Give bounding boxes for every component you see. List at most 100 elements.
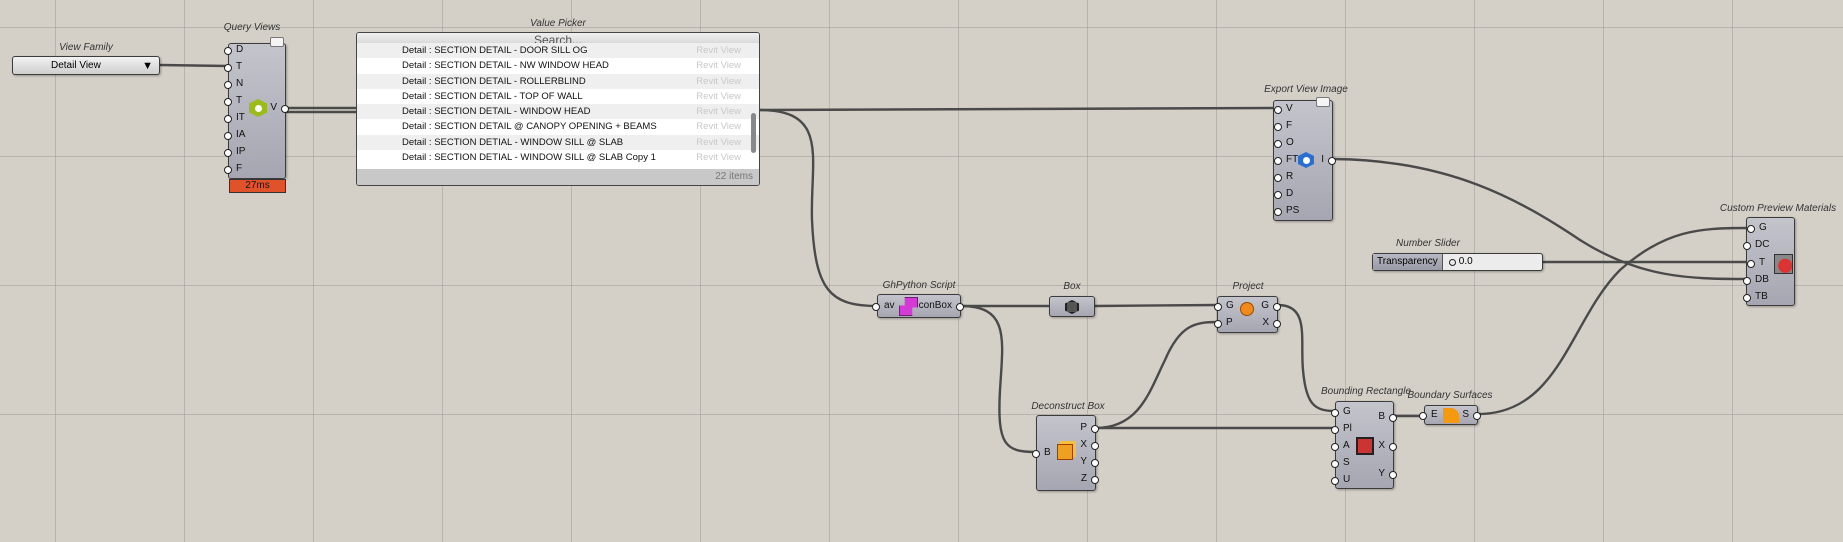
input-g[interactable]: G — [1331, 406, 1351, 417]
item-category: Revit View — [696, 121, 741, 133]
scrollbar[interactable] — [751, 113, 756, 153]
boundary-surfaces-component[interactable]: E S — [1419, 405, 1481, 425]
tooltip-icon[interactable] — [270, 37, 284, 47]
output-x[interactable]: X — [1378, 440, 1397, 451]
input-ft[interactable]: FT — [1273, 154, 1299, 165]
item-category: Revit View — [696, 106, 741, 118]
list-item[interactable]: Detail : SECTION DETAIL - WINDOW HEAD Rev… — [357, 104, 759, 120]
output-i[interactable]: I — [1321, 154, 1335, 165]
wire-valuepicker-export — [759, 106, 1274, 112]
input-r[interactable]: R — [1273, 171, 1294, 182]
list-item[interactable]: Detail : SECTION DETIAL - WINDOW SILL @ … — [357, 134, 759, 151]
wire-valuepicker-ghpython — [759, 108, 878, 308]
input-p[interactable]: P — [1214, 317, 1233, 328]
material-preview-icon — [1774, 254, 1793, 274]
item-name: Detail : SECTION DETAIL @ CANOPY OPENING… — [402, 121, 657, 133]
dropdown-arrow-icon[interactable]: ▼ — [142, 60, 153, 72]
list-item[interactable]: Detail : SECTION DETAIL - NW WINDOW HEAD… — [357, 58, 759, 73]
input-o[interactable]: O — [1274, 137, 1294, 148]
output-v[interactable]: V — [270, 102, 289, 113]
output-g[interactable]: G — [1261, 300, 1281, 311]
input-dc[interactable]: DC — [1742, 239, 1770, 250]
output-s[interactable]: S — [1462, 409, 1481, 420]
item-name: Detail : SECTION DETAIL - TOP OF WALL — [402, 90, 583, 102]
input-f[interactable]: F — [223, 163, 243, 174]
wire-boundarysurf-preview — [1477, 226, 1747, 416]
ghpython-component[interactable]: av conBox — [872, 294, 965, 318]
input-pl[interactable]: Pl — [1331, 423, 1352, 434]
number-slider-title: Number Slider — [1396, 238, 1460, 249]
query-views-title: Query Views — [223, 22, 281, 33]
item-name: Detail : SECTION DETAIL - WINDOW HEAD — [402, 106, 591, 118]
input-ps[interactable]: PS — [1273, 205, 1300, 216]
input-g[interactable]: G — [1214, 300, 1234, 311]
ghpython-title: GhPython Script — [882, 280, 956, 291]
wire-export-preview — [1332, 157, 1747, 281]
list-item[interactable]: Detail : SECTION DETIAL - WINDOW SILL @ … — [357, 150, 759, 165]
number-slider[interactable]: Transparency 0.0 — [1372, 253, 1543, 271]
input-t[interactable]: T — [223, 61, 243, 72]
custom-preview-component[interactable]: G DC T DB TB — [1742, 217, 1795, 306]
item-category: Revit View — [696, 60, 741, 72]
box-param[interactable] — [1049, 296, 1095, 317]
wire-box-project — [1094, 303, 1218, 308]
export-image-icon — [1298, 152, 1314, 168]
project-component[interactable]: G P G X — [1214, 296, 1281, 333]
input-f[interactable]: F — [1273, 120, 1293, 131]
input-ip[interactable]: IP — [223, 146, 246, 157]
input-n[interactable]: N — [223, 78, 244, 89]
item-category: Revit View — [696, 152, 741, 164]
deconstruct-box-component[interactable]: B P X Y Z — [1032, 415, 1100, 491]
item-count: 22 items — [357, 169, 759, 185]
wire-deconstruct-project — [1095, 320, 1218, 430]
input-u[interactable]: U — [1330, 474, 1351, 485]
revit-query-icon — [249, 99, 267, 117]
output-z[interactable]: Z — [1080, 473, 1100, 484]
boundary-surface-icon — [1443, 408, 1459, 423]
view-family-dropdown[interactable]: Detail View ▼ — [12, 56, 160, 75]
item-category: Revit View — [696, 45, 741, 56]
bounding-rectangle-component[interactable]: G Pl A S U B X Y — [1330, 401, 1397, 489]
output-y[interactable]: Y — [1080, 456, 1099, 467]
value-picker[interactable]: Search... Detail : SECTION DETAIL - DOOR… — [356, 32, 760, 186]
output-conbox[interactable]: conBox — [918, 300, 965, 311]
output-y[interactable]: Y — [1378, 468, 1397, 479]
output-p[interactable]: P — [1080, 422, 1099, 433]
input-av[interactable]: av — [872, 300, 895, 311]
input-it[interactable]: IT — [224, 112, 245, 123]
export-view-image-component[interactable]: V F O FT R D PS I — [1273, 100, 1335, 221]
tooltip-icon[interactable] — [1316, 97, 1330, 107]
output-x[interactable]: X — [1080, 439, 1099, 450]
query-views-component[interactable]: D T N T IT IA IP F V — [223, 43, 289, 179]
input-d[interactable]: D — [223, 44, 244, 55]
input-tb[interactable]: TB — [1743, 291, 1768, 302]
input-t[interactable]: T — [1746, 257, 1766, 268]
input-e[interactable]: E — [1419, 409, 1438, 420]
input-s[interactable]: S — [1331, 457, 1350, 468]
input-v[interactable]: V — [1274, 103, 1293, 114]
custom-preview-title: Custom Preview Materials — [1719, 203, 1837, 214]
wire-project-boundrect — [1277, 303, 1336, 413]
wire-queryviews-valuepicker — [286, 106, 356, 114]
input-t2[interactable]: T — [223, 95, 243, 106]
slider-grip-icon[interactable] — [1448, 259, 1456, 266]
input-a[interactable]: A — [1331, 440, 1350, 451]
list-item[interactable]: Detail : SECTION DETAIL @ CANOPY OPENING… — [357, 119, 759, 134]
output-x[interactable]: X — [1262, 317, 1281, 328]
input-d[interactable]: D — [1273, 188, 1294, 199]
input-ia[interactable]: IA — [223, 129, 246, 140]
python-icon — [899, 297, 918, 316]
output-b[interactable]: B — [1378, 411, 1397, 422]
slider-value: 0.0 — [1458, 256, 1473, 267]
wire-ghpython-deconstruct — [960, 304, 1037, 454]
view-family-value: Detail View — [51, 60, 101, 71]
item-name: Detail : SECTION DETAIL - ROLLERBLIND — [402, 75, 586, 87]
input-b[interactable]: B — [1032, 447, 1051, 458]
input-db[interactable]: DB — [1743, 274, 1769, 285]
input-g[interactable]: G — [1747, 222, 1767, 233]
view-family-title: View Family — [59, 42, 113, 53]
project-title: Project — [1232, 281, 1264, 292]
